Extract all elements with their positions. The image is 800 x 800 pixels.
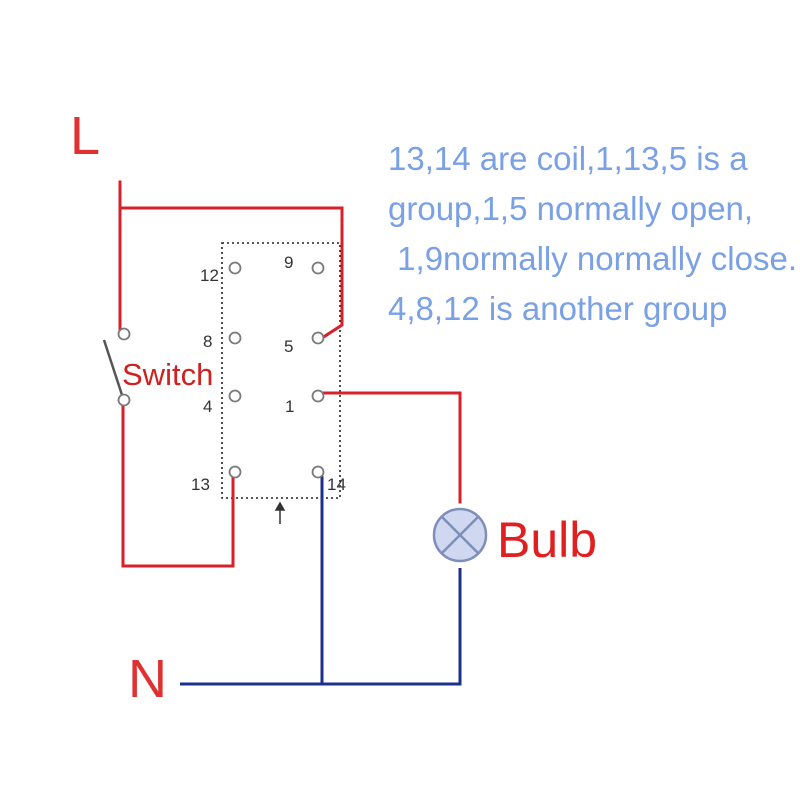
pin-8-label: 8 xyxy=(203,332,212,351)
live-wires xyxy=(118,180,462,568)
switch-top-terminal xyxy=(117,327,131,341)
relay-note: 13,14 are coil,1,13,5 is a group,1,5 nor… xyxy=(388,140,797,327)
pin-1-terminal xyxy=(311,389,325,403)
bulb-label: Bulb xyxy=(497,512,597,568)
pin-12-label: 12 xyxy=(200,266,219,285)
pin-4-label: 4 xyxy=(203,397,212,416)
switch-label: Switch xyxy=(122,357,213,392)
pin-4-terminal xyxy=(228,389,242,403)
live-label: L xyxy=(70,106,100,166)
note-line-2: group,1,5 normally open, xyxy=(388,190,753,227)
neutral-main-wire xyxy=(180,568,462,686)
pin1-to-bulb-wire xyxy=(320,391,462,504)
relay-orientation-arrow xyxy=(274,501,286,524)
pin-5-label: 5 xyxy=(284,337,293,356)
note-line-1: 13,14 are coil,1,13,5 is a xyxy=(388,140,748,177)
switch-to-pin13-wire xyxy=(121,400,235,568)
pin-1-label: 1 xyxy=(285,397,294,416)
live-feed-to-pin5-wire xyxy=(118,180,344,341)
bulb-icon xyxy=(432,507,488,563)
neutral-wires xyxy=(180,476,462,686)
pin-14-label: 14 xyxy=(327,475,346,494)
relay-body-outline xyxy=(221,242,341,499)
relay-pins xyxy=(117,261,325,479)
pin-14-terminal xyxy=(311,465,325,479)
note-line-3: 1,9normally normally close. xyxy=(388,240,797,277)
pin-9-terminal xyxy=(311,261,325,275)
neutral-label: N xyxy=(128,649,167,709)
pin-13-label: 13 xyxy=(191,475,210,494)
pin-9-label: 9 xyxy=(284,253,293,272)
pin-8-terminal xyxy=(228,331,242,345)
pin-5-terminal xyxy=(311,331,325,345)
note-line-4: 4,8,12 is another group xyxy=(388,290,727,327)
switch-bottom-terminal xyxy=(117,393,131,407)
switch-lever xyxy=(102,339,125,399)
pin-13-terminal xyxy=(228,465,242,479)
pin-12-terminal xyxy=(228,261,242,275)
